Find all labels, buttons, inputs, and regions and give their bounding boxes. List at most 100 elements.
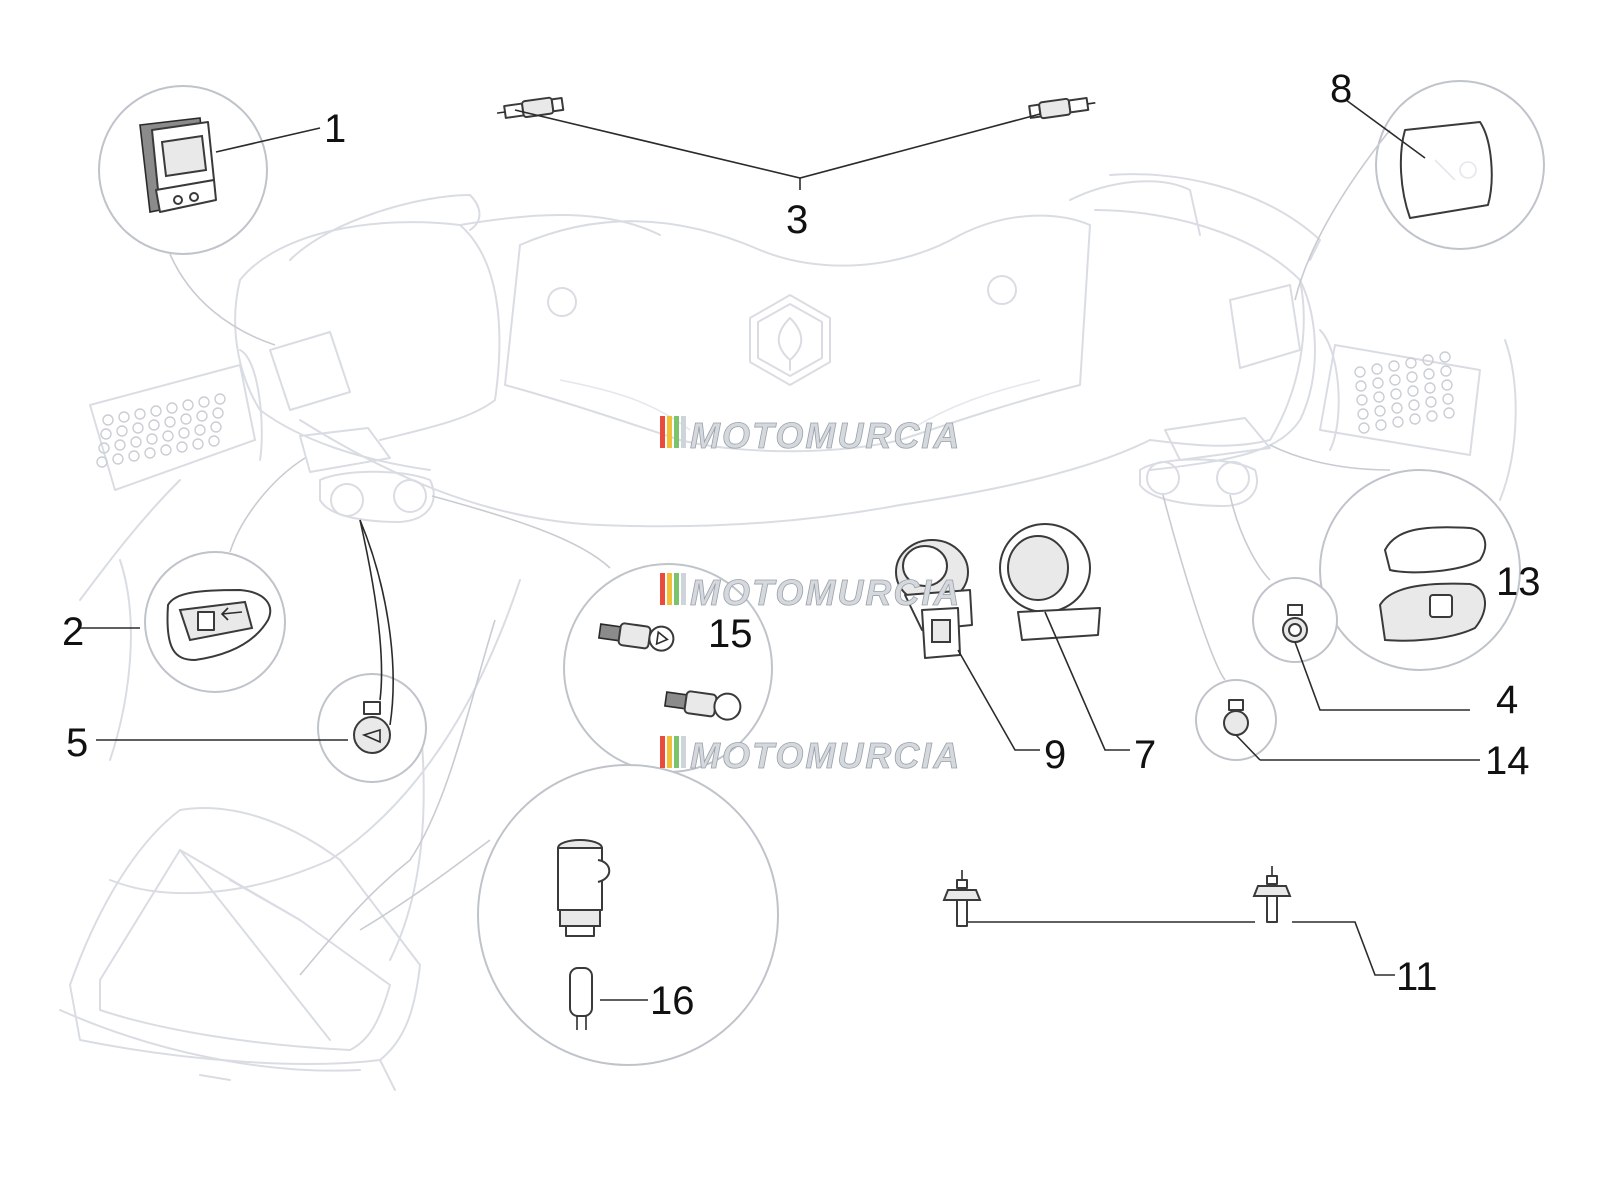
- grip-dot: [166, 402, 178, 414]
- grip-dot: [1354, 366, 1366, 378]
- grip-dot: [1358, 422, 1370, 434]
- part-2-handlebar-switch: [166, 589, 272, 661]
- part-1-headlight-switch: [139, 117, 217, 213]
- ref-number-15: 15: [708, 612, 753, 656]
- ref-number-7: 7: [1134, 733, 1156, 777]
- grip-dot: [118, 411, 130, 423]
- grip-dot: [210, 421, 222, 433]
- reference-numbers: 1 2 3 4 5 7 8 9 11 13 14 15 16: [62, 67, 1541, 1023]
- grip-dot: [1390, 388, 1402, 400]
- watermark-middle: MOTOMURCIA: [660, 572, 961, 613]
- grip-dot: [98, 442, 110, 454]
- grip-dot: [1442, 393, 1454, 405]
- grip-dot: [1425, 396, 1437, 408]
- grip-dot: [1422, 354, 1434, 366]
- grip-dot: [1357, 408, 1369, 420]
- part-3-bulb-right: [1028, 96, 1096, 120]
- part-8-switch-cap: [1399, 121, 1493, 219]
- grip-dot: [116, 425, 128, 437]
- ref-number-3: 3: [786, 198, 808, 242]
- grip-dot: [114, 439, 126, 451]
- grip-dot: [100, 428, 112, 440]
- grip-dot: [1388, 360, 1400, 372]
- watermark-text-middle: MOTOMURCIA: [690, 572, 961, 613]
- grip-dot: [1408, 399, 1420, 411]
- part-9-bulb-socket: [895, 539, 973, 659]
- part-13-switch-cover: [1378, 526, 1487, 642]
- grip-dot: [1440, 365, 1452, 377]
- ref-number-16: 16: [650, 979, 695, 1023]
- ref-number-14: 14: [1485, 739, 1530, 783]
- grip-dot: [1409, 413, 1421, 425]
- grip-dot: [102, 414, 114, 426]
- part-15-button-upper: [597, 622, 675, 652]
- grip-dot: [134, 408, 146, 420]
- grip-dot: [1372, 377, 1384, 389]
- watermark-text-bottom: MOTOMURCIA: [690, 735, 961, 776]
- grip-dot: [1374, 405, 1386, 417]
- grip-dot: [1356, 394, 1368, 406]
- grip-dot: [180, 413, 192, 425]
- grip-dot: [1406, 371, 1418, 383]
- grip-dot: [130, 436, 142, 448]
- grip-dot: [1423, 368, 1435, 380]
- part-3-bulb-left: [496, 96, 565, 119]
- grip-dot: [1389, 374, 1401, 386]
- grip-dot: [1355, 380, 1367, 392]
- grip-dot: [1375, 419, 1387, 431]
- grip-dot: [1441, 379, 1453, 391]
- part-4-button: [1282, 604, 1308, 643]
- ref-number-1: 1: [324, 107, 346, 151]
- part-16-bulb-holder: [557, 839, 611, 937]
- grip-dot: [1391, 402, 1403, 414]
- grip-dot: [112, 453, 124, 465]
- part-16-bulb: [569, 967, 593, 1030]
- ref-number-2: 2: [62, 610, 84, 654]
- grip-dot: [1426, 410, 1438, 422]
- watermark-top: MOTOMURCIA: [660, 415, 961, 456]
- part-15-button-lower: [663, 690, 742, 721]
- grip-dot: [1407, 385, 1419, 397]
- callout-circle-16: [477, 764, 779, 1066]
- watermark-text-top: MOTOMURCIA: [690, 415, 961, 456]
- grip-dot: [160, 444, 172, 456]
- grip-dot: [198, 396, 210, 408]
- grip-dot: [1405, 357, 1417, 369]
- ref-number-9: 9: [1044, 733, 1066, 777]
- watermark-bottom: MOTOMURCIA: [660, 735, 961, 776]
- grip-texture-right: [1354, 351, 1455, 434]
- part-7-ring-housing: [999, 523, 1101, 641]
- ref-number-4: 4: [1496, 678, 1518, 722]
- grip-dot: [150, 405, 162, 417]
- grip-texture-left: [96, 393, 226, 468]
- grip-dot: [1371, 363, 1383, 375]
- ref-number-5: 5: [66, 721, 88, 765]
- grip-dot: [96, 456, 108, 468]
- grip-dot: [212, 407, 224, 419]
- grip-dot: [144, 447, 156, 459]
- grip-dot: [1443, 407, 1455, 419]
- callout-connectors: [169, 129, 1391, 976]
- grip-dot: [132, 422, 144, 434]
- grip-dot: [128, 450, 140, 462]
- grip-dot: [1392, 416, 1404, 428]
- ref-number-13: 13: [1496, 560, 1541, 604]
- grip-dot: [176, 441, 188, 453]
- grip-dot: [194, 424, 206, 436]
- grip-dot: [146, 433, 158, 445]
- piaggio-logo-icon: [749, 294, 831, 386]
- part-14-button: [1223, 699, 1249, 736]
- handlebar-ghost-outline: [59, 173, 1517, 1091]
- grip-dot: [214, 393, 226, 405]
- grip-dot: [1439, 351, 1451, 363]
- grip-dot: [1373, 391, 1385, 403]
- ref-number-11: 11: [1396, 955, 1438, 999]
- grip-dot: [164, 416, 176, 428]
- part-11-screw-right: [1252, 866, 1292, 923]
- part-5-horn-button: [353, 701, 391, 754]
- grip-dot: [148, 419, 160, 431]
- grip-dot: [182, 399, 194, 411]
- ref-number-8: 8: [1330, 67, 1352, 111]
- grip-dot: [208, 435, 220, 447]
